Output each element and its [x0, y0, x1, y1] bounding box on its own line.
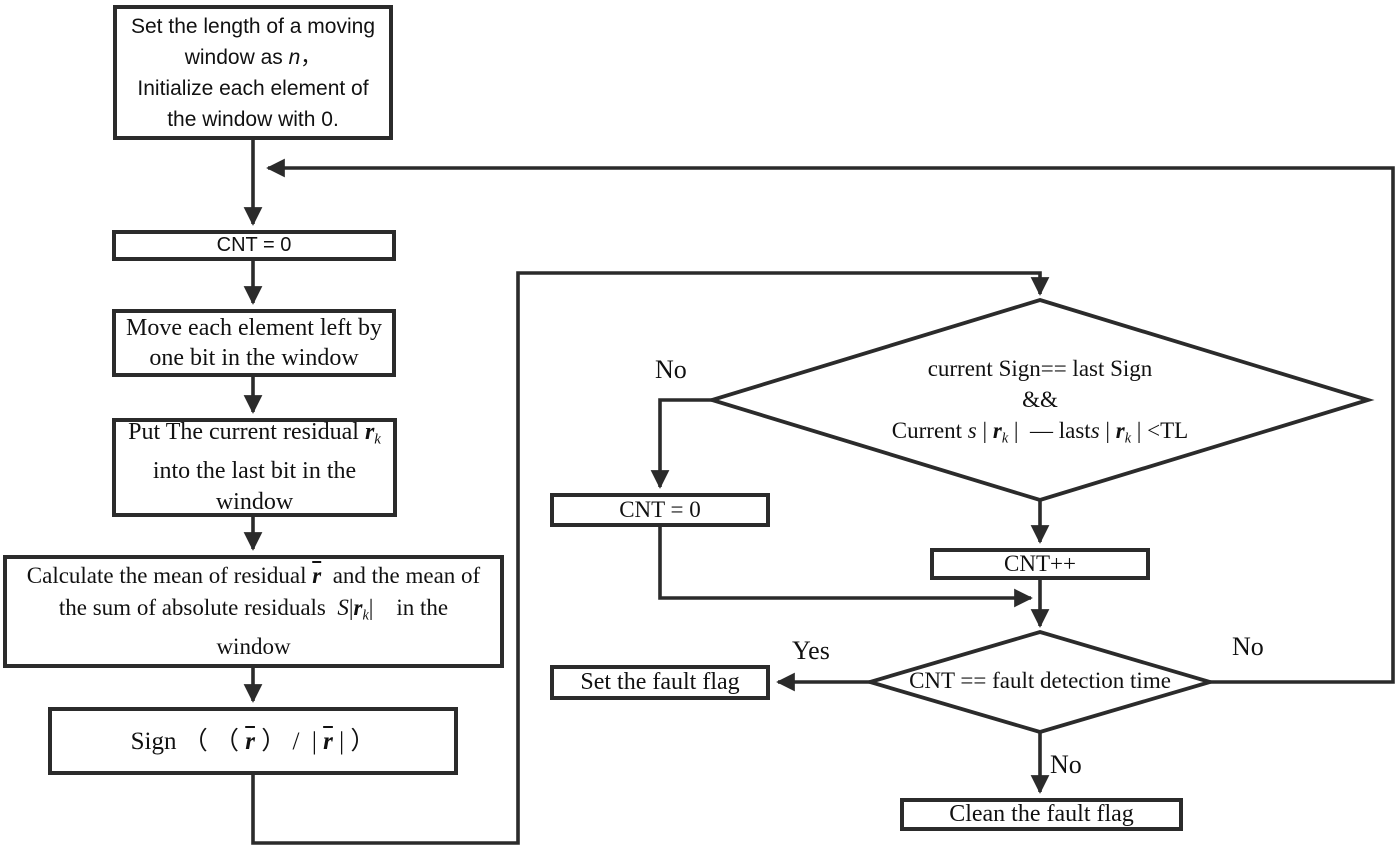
edge-trend-no-to-cnt-reset: [650, 398, 712, 489]
node-calc-mean: Calculate the mean of residual r and the…: [3, 555, 504, 668]
node-clean-fault-flag: Clean the fault flag: [900, 798, 1183, 831]
decision-fault-text: CNT == fault detection time: [909, 668, 1171, 693]
node-set-fault-flag: Set the fault flag: [550, 665, 770, 700]
edge-sign-to-trend-decision: [251, 271, 1050, 845]
edge-fault-no-feedback-loop: [266, 158, 1395, 684]
decision-trend-diamond: [705, 298, 1375, 502]
label-yes: Yes: [792, 636, 830, 665]
decision-fault-diamond: [863, 630, 1217, 734]
node-sign: Sign （ （ r ） / | r | ）: [48, 707, 458, 775]
label-no-bottom: No: [1050, 750, 1082, 779]
edge-cnt-reset-merge: [658, 527, 1033, 608]
node-cnt-reset-top: CNT = 0: [112, 230, 396, 261]
decision-trend-text: current Sign== last Sign&&Current s | rk…: [891, 356, 1189, 447]
label-no-right: No: [1232, 632, 1264, 661]
node-cnt-reset-right: CNT = 0: [550, 493, 770, 527]
node-cnt-increment: CNT++: [930, 548, 1150, 580]
label-no-upper: No: [655, 355, 687, 384]
